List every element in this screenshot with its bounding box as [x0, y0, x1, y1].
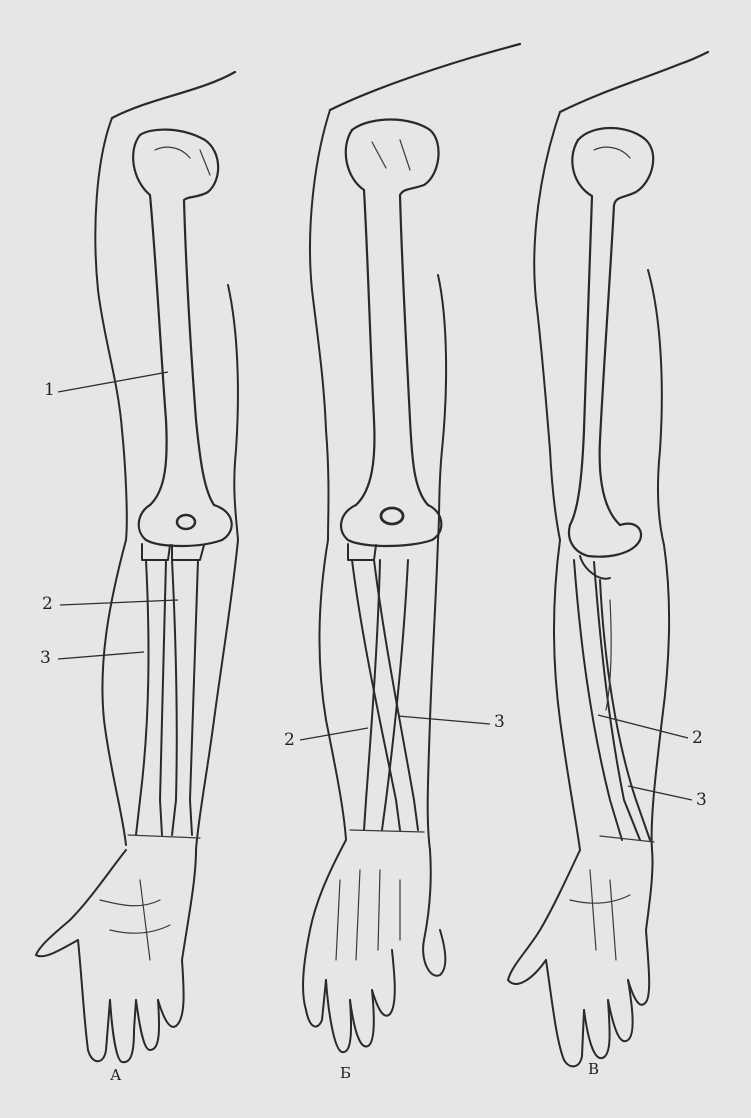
leader-c-3 — [628, 786, 692, 800]
leader-a-3 — [58, 652, 144, 659]
label-c-3: 3 — [696, 790, 707, 810]
caption-b: Б — [340, 1064, 351, 1082]
arm-c-drawing — [508, 52, 708, 1066]
caption-c: В — [588, 1060, 599, 1078]
caption-a: А — [110, 1066, 121, 1084]
arm-a-drawing — [36, 72, 238, 1062]
label-b-3: 3 — [494, 712, 505, 732]
label-a-1: 1 — [44, 380, 55, 400]
label-b-2: 2 — [284, 730, 295, 750]
arm-b-drawing — [303, 44, 520, 1052]
leader-b-2 — [300, 728, 368, 740]
leader-b-3 — [398, 716, 490, 724]
leader-a-2 — [60, 600, 178, 605]
label-c-2: 2 — [692, 728, 703, 748]
label-a-2: 2 — [42, 594, 53, 614]
label-a-3: 3 — [40, 648, 51, 668]
